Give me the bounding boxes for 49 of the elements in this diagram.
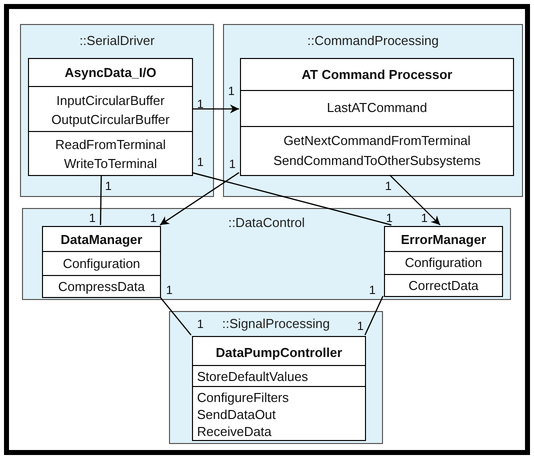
- operation-list: ConfigureFilters SendDataOut ReceiveData: [197, 389, 327, 440]
- operation-list: CorrectData: [389, 276, 498, 296]
- attribute-list: InputCircularBuffer OutputCircularBuffer: [33, 90, 188, 129]
- multiplicity-label: 1: [421, 212, 428, 224]
- class-name: DataManager: [60, 231, 144, 249]
- class-box: [42, 226, 161, 298]
- association-line: [192, 172, 392, 226]
- class-box: [192, 336, 366, 441]
- association-line: [100, 175, 102, 225]
- association-line: [364, 296, 384, 336]
- package-name: ::DataControl: [228, 215, 305, 230]
- multiplicity-label: 1: [385, 180, 392, 192]
- multiplicity-label: 1: [197, 318, 204, 330]
- multiplicity-label: 1: [228, 85, 235, 97]
- multiplicity-label: 1: [369, 284, 376, 296]
- package-box: [20, 24, 214, 197]
- multiplicity-label: 1: [357, 320, 364, 332]
- operation-list: GetNextCommandFromTerminal SendCommandToOtherSubsystems: [245, 130, 509, 171]
- multiplicity-label: 1: [386, 212, 393, 224]
- operation-list: ReadFromTerminal WriteToTerminal: [33, 134, 188, 173]
- package-box: [223, 24, 523, 197]
- package-name: ::SerialDriver: [79, 33, 155, 48]
- package-name: ::CommandProcessing: [307, 33, 439, 48]
- attribute-list: Configuration: [47, 253, 156, 275]
- association-line: [160, 172, 240, 226]
- association-line: [160, 296, 192, 336]
- association-line: [192, 104, 239, 114]
- multiplicity-label: 1: [229, 158, 236, 170]
- package-box: [169, 311, 383, 444]
- class-name: AsyncData_I/O: [64, 64, 158, 82]
- package-box: [22, 208, 511, 300]
- multiplicity-label: 1: [166, 284, 173, 296]
- package-name: ::SignalProcessing: [222, 316, 330, 331]
- multiplicity-label: 1: [197, 98, 204, 110]
- class-name: AT Command Processor: [300, 66, 454, 84]
- multiplicity-label: 1: [89, 212, 96, 224]
- attribute-list: LastATCommand: [245, 93, 509, 124]
- class-box: [28, 58, 193, 176]
- multiplicity-label: 1: [197, 156, 204, 168]
- operation-list: CompressData: [47, 277, 156, 297]
- association-line: [389, 174, 441, 226]
- class-box: [384, 226, 503, 297]
- multiplicity-label: 1: [150, 212, 157, 224]
- attribute-list: StoreDefaultValues: [197, 367, 361, 386]
- multiplicity-label: 1: [105, 180, 112, 192]
- class-name: DataPumpController: [214, 344, 344, 362]
- class-name: ErrorManager: [400, 231, 488, 249]
- attribute-list: Configuration: [389, 253, 498, 274]
- class-box: [240, 58, 514, 176]
